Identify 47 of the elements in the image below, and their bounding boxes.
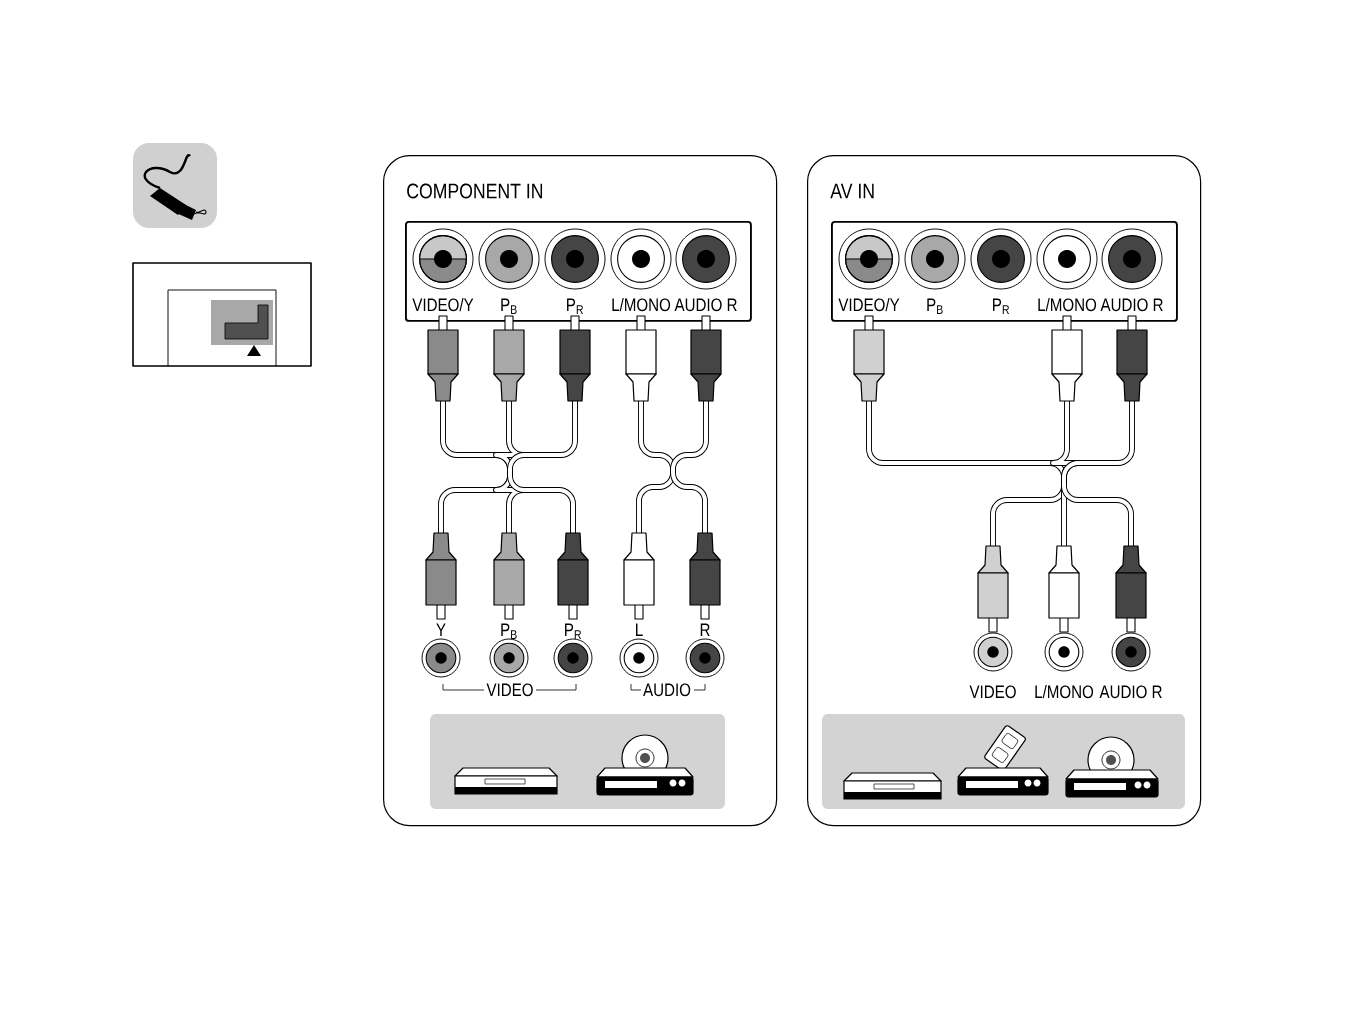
output-jack: VIDEO <box>969 632 1016 699</box>
node-label: VIDEO <box>969 685 1016 699</box>
group-label: AUDIO <box>643 683 691 697</box>
input-jack: L/MONO <box>610 228 672 312</box>
node-label: P$_{B}$ <box>927 298 943 314</box>
input-jack: VIDEO/Y <box>838 228 900 312</box>
node-label: P$_{R}$ <box>565 623 582 639</box>
output-jack: AUDIO R <box>1099 632 1162 699</box>
group-label: VIDEO <box>486 683 533 697</box>
input-jack: AUDIO R <box>674 228 737 312</box>
cable <box>1061 315 1148 633</box>
node-label: P$_{B}$ <box>501 623 517 639</box>
output-jack: L <box>619 623 659 678</box>
input-jack: P$_{R}$ <box>970 228 1032 314</box>
cable <box>853 315 1067 633</box>
node-label: L/MONO <box>1035 684 1094 699</box>
output-jack: P$_{R}$ <box>553 623 593 678</box>
node-label: L <box>636 623 643 636</box>
cable <box>493 315 526 620</box>
node-label: P$_{R}$ <box>567 298 584 314</box>
node-label: AUDIO R <box>1100 298 1163 312</box>
input-jack: L/MONO <box>1036 228 1098 312</box>
input-jack: P$_{R}$ <box>544 228 606 314</box>
cable <box>507 315 591 620</box>
node-label: AUDIO R <box>1099 685 1162 699</box>
node-label: P$_{B}$ <box>501 298 517 314</box>
cable <box>1048 315 1083 633</box>
node-label: P$_{R}$ <box>993 298 1010 314</box>
cable <box>670 315 722 620</box>
output-jack: L/MONO <box>1035 632 1094 699</box>
node-label: R <box>700 623 710 636</box>
input-jack: AUDIO R <box>1100 228 1163 312</box>
node-label: Y <box>436 623 446 636</box>
input-jack: P$_{B}$ <box>478 228 540 314</box>
output-jack: P$_{B}$ <box>489 623 529 678</box>
node-label: AUDIO R <box>674 298 737 312</box>
cable <box>623 315 676 620</box>
input-jack: VIDEO/Y <box>412 228 474 312</box>
node-label: L/MONO <box>1038 297 1097 312</box>
node-label: L/MONO <box>612 297 671 312</box>
jack-panel <box>405 221 752 322</box>
node-label: VIDEO/Y <box>412 297 474 312</box>
node-label: VIDEO/Y <box>838 297 900 312</box>
output-jack: R <box>685 623 725 678</box>
output-jack: Y <box>421 623 461 678</box>
input-jack: P$_{B}$ <box>904 228 966 314</box>
jack-panel <box>831 221 1178 322</box>
